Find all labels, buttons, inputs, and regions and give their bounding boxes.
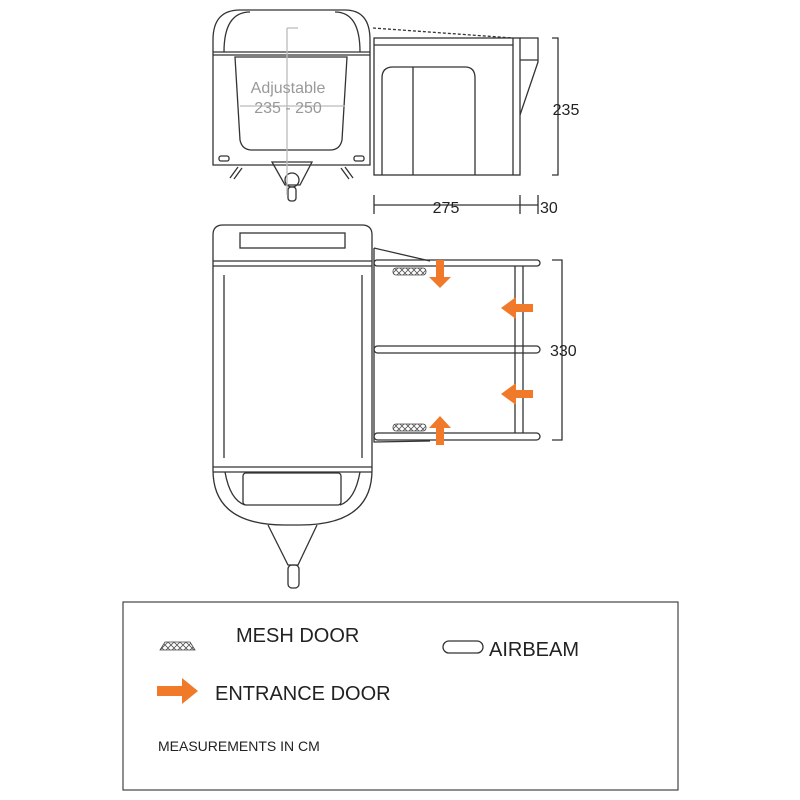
legend-entrance-door: ENTRANCE DOOR	[215, 683, 391, 705]
legend: MESH DOOR AIRBEAM ENTRANCE DOOR MEASUREM…	[122, 601, 679, 791]
entrance-arrow-icon	[429, 260, 451, 288]
mesh-door-icon	[392, 423, 427, 432]
entrance-arrow-icon	[501, 297, 533, 319]
caravan-front-view: Adjustable 235 - 250	[212, 9, 371, 202]
height-dimension: 235	[553, 102, 580, 119]
depth-dimension: 275	[433, 200, 460, 217]
entrance-arrow-icon	[429, 416, 451, 445]
units-note: MEASUREMENTS IN CM	[158, 738, 320, 754]
entrance-arrow-icon	[501, 383, 533, 405]
adjustable-label: Adjustable	[251, 80, 326, 97]
width-dimension: 330	[550, 343, 577, 360]
mesh-door-icon	[159, 641, 196, 651]
plan-view: 330	[212, 224, 577, 589]
mesh-door-icon	[392, 267, 427, 276]
legend-airbeam: AIRBEAM	[489, 639, 579, 661]
extension-dimension: 30	[540, 200, 558, 217]
airbeam-icon	[442, 640, 484, 654]
adjustable-range: 235 - 250	[254, 100, 322, 117]
awning-side-view: 235 275 30	[372, 27, 580, 217]
entrance-arrow-icon	[157, 678, 198, 704]
legend-mesh-door: MESH DOOR	[236, 625, 359, 647]
